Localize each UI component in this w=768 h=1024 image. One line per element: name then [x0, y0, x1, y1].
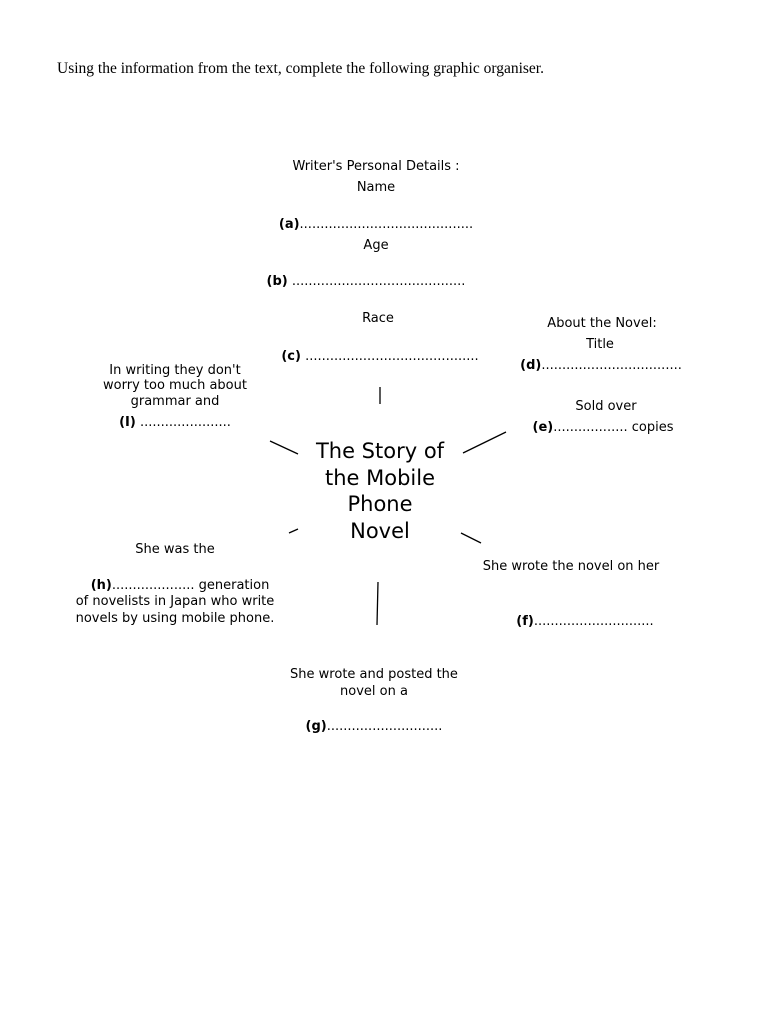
letter-h: (h) — [90, 578, 112, 593]
letter-a: (a) — [278, 217, 300, 232]
writer-heading: Writer's Personal Details : — [292, 159, 460, 174]
blank-e: (e).................. copies — [513, 420, 693, 436]
blank-a-dots: ........................................… — [299, 217, 474, 232]
letter-b: (b) — [266, 274, 288, 289]
blank-f: (f)............................. — [485, 614, 685, 630]
writing-line2: worry too much about — [103, 378, 247, 393]
letter-f: (f) — [516, 614, 534, 629]
letter-c: (c) — [281, 349, 301, 364]
center-title-line: The Story of — [315, 439, 445, 463]
center-title-line: the Mobile — [324, 465, 436, 490]
blank-d: (d).................................. — [511, 358, 691, 374]
center-title-line: Novel — [350, 518, 410, 543]
race-label: Race — [362, 311, 394, 326]
generation-line3: novels by using mobile phone. — [75, 611, 275, 626]
blank-g: (g)............................ — [274, 719, 474, 735]
device-line1: She wrote the novel on her — [482, 559, 660, 574]
blank-c: (c) ....................................… — [280, 349, 480, 365]
blank-a: (a).....................................… — [276, 217, 476, 233]
instruction-text: Using the information from the text, com… — [57, 60, 544, 77]
novel-heading: About the Novel: — [547, 316, 657, 331]
posted-line1: She wrote and posted the — [290, 667, 458, 682]
blank-c-dots: ........................................… — [300, 349, 479, 364]
letter-d: (d) — [520, 358, 542, 373]
blank-i-dots: ...................... — [135, 415, 231, 430]
connector-top-right — [462, 431, 507, 454]
writing-line1: In writing they don't — [109, 363, 241, 378]
name-label: Name — [356, 180, 396, 195]
sold-label: Sold over — [575, 399, 637, 414]
letter-g: (g) — [305, 719, 327, 734]
title-label: Title — [586, 337, 614, 352]
letter-e: (e) — [532, 420, 554, 435]
connector-bottom — [376, 581, 379, 626]
blank-f-dots: ............................. — [533, 614, 654, 629]
connector-top-left — [269, 440, 299, 455]
writing-line3: grammar and — [130, 394, 220, 409]
blank-g-dots: ............................ — [326, 719, 443, 734]
generation-line2: of novelists in Japan who write — [75, 594, 275, 609]
connector-bottom-right — [460, 532, 482, 544]
letter-i: (I) — [119, 415, 136, 430]
blank-d-dots: .................................. — [541, 358, 682, 373]
posted-line2: novel on a — [340, 684, 408, 699]
blank-b: (b) ....................................… — [266, 274, 466, 290]
blank-h: (h).................... generation — [80, 578, 280, 594]
age-label: Age — [363, 238, 389, 253]
generation-line1: She was the — [135, 542, 215, 557]
connector-bottom-left — [288, 528, 299, 534]
blank-h-dots: .................... generation — [111, 578, 270, 593]
blank-e-dots: .................. copies — [553, 420, 674, 435]
blank-i: (I) ...................... — [85, 415, 265, 431]
center-title: The Story of the Mobile Phone Novel — [300, 438, 460, 544]
blank-b-dots: ........................................… — [287, 274, 466, 289]
center-title-line: Phone — [347, 492, 413, 516]
